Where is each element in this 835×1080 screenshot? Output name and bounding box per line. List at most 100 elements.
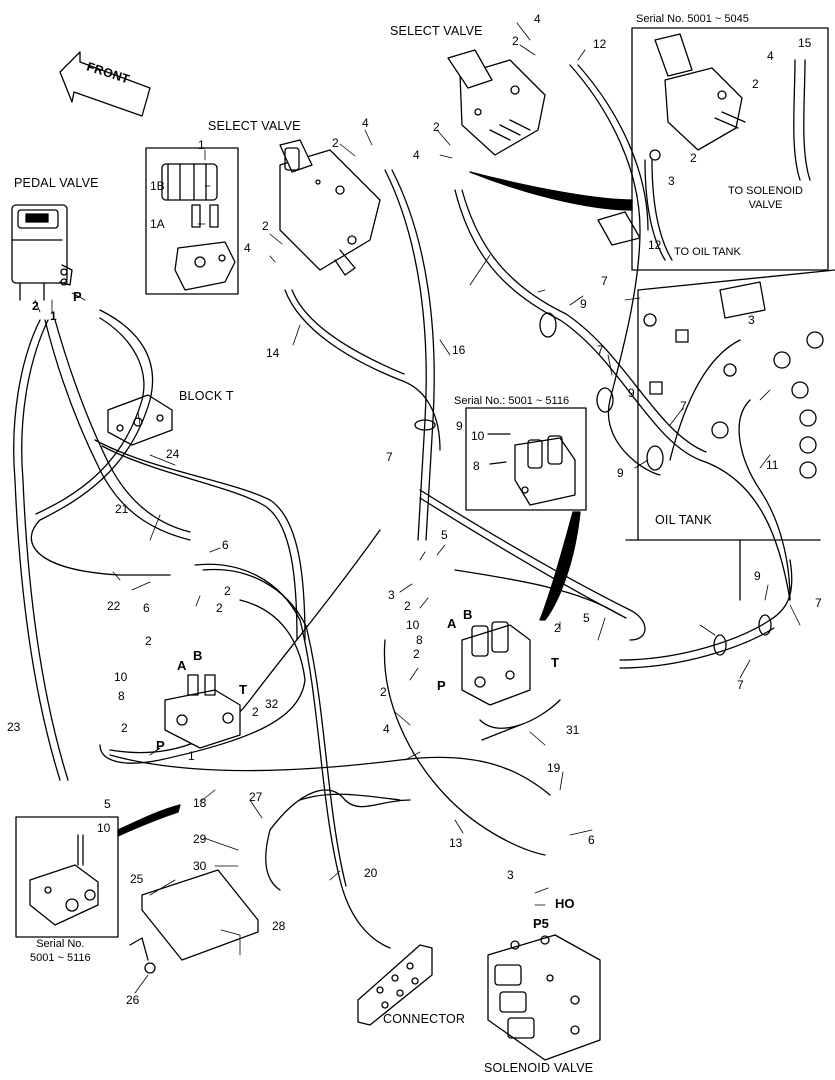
part-number: 11 xyxy=(766,458,779,472)
part-number: 19 xyxy=(547,761,561,775)
part-number: 4 xyxy=(767,49,774,63)
part-number: 7 xyxy=(601,274,608,288)
part-number: 7 xyxy=(386,450,393,464)
port-label: HO xyxy=(555,896,575,911)
inset-top-right-serial: Serial No. 5001 ~ 5045 xyxy=(636,13,749,25)
inset-to-oil-tank-label: TO OIL TANK xyxy=(674,246,741,258)
port-label: P xyxy=(73,289,82,304)
port-label: P xyxy=(437,678,446,693)
inset-middle-serial: Serial No.: 5001 ~ 5116 xyxy=(454,395,570,407)
select-valve-left-label: SELECT VALVE xyxy=(208,119,301,133)
part-number: 7 xyxy=(680,399,687,413)
connector-plate-shape xyxy=(357,944,433,1026)
part-number: 10 xyxy=(114,670,128,684)
part-number: 2 xyxy=(690,151,697,165)
port-label: T xyxy=(551,655,559,670)
part-number: 2 xyxy=(262,219,269,233)
port-label: A xyxy=(447,616,457,631)
oil-tank-label: OIL TANK xyxy=(655,513,712,527)
part-number: 32 xyxy=(265,697,279,711)
part-number: 20 xyxy=(364,866,378,880)
part-number: 2 xyxy=(512,34,519,48)
part-number: 3 xyxy=(388,588,395,602)
select-valve-top-label: SELECT VALVE xyxy=(390,24,483,38)
part-number: 10 xyxy=(471,429,485,443)
port-label: A xyxy=(177,658,187,673)
part-number: 25 xyxy=(130,872,144,886)
part-number: 13 xyxy=(449,836,463,850)
part-number: 4 xyxy=(413,148,420,162)
part-number: 12 xyxy=(593,37,607,51)
part-number: 2 xyxy=(216,601,223,615)
part-number: 18 xyxy=(193,796,207,810)
port-label: P5 xyxy=(533,916,549,931)
pedal-valve-shape xyxy=(11,204,73,301)
part-number: 15 xyxy=(798,36,812,50)
part-number: 2 xyxy=(252,705,259,719)
part-number: 7 xyxy=(815,596,822,610)
part-number: 12 xyxy=(648,238,662,252)
part-number: 6 xyxy=(143,601,150,615)
part-number: 8 xyxy=(416,633,423,647)
part-number: 8 xyxy=(473,459,480,473)
part-number: 9 xyxy=(580,297,587,311)
part-number: 9 xyxy=(754,569,761,583)
connector-label: CONNECTOR xyxy=(383,1012,466,1026)
solenoid-valve-label: SOLENOID VALVE xyxy=(484,1061,594,1075)
part-number: 22 xyxy=(107,599,121,613)
inset-to-solenoid-label: TO SOLENOID VALVE xyxy=(728,185,803,211)
part-number: 21 xyxy=(115,502,129,516)
select-valve-left-shape xyxy=(279,139,381,276)
port-label: B xyxy=(463,607,473,622)
part-number: 9 xyxy=(456,419,463,433)
part-number: 14 xyxy=(266,346,280,360)
part-number: 5 xyxy=(583,611,590,625)
part-number: 4 xyxy=(362,116,369,130)
part-number: 28 xyxy=(272,919,286,933)
part-number: 2 xyxy=(752,77,759,91)
part-number: 24 xyxy=(166,447,180,461)
port-label: P xyxy=(156,738,165,753)
block-t-label: BLOCK T xyxy=(179,389,234,403)
part-number: 7 xyxy=(597,343,604,357)
part-number: 3 xyxy=(748,313,755,327)
part-number: 2 xyxy=(554,621,561,635)
left-valve-shape xyxy=(164,674,241,749)
part-number: 16 xyxy=(452,343,466,357)
part-number: 1 xyxy=(50,309,57,323)
part-number: 2 xyxy=(32,299,39,313)
part-number: 4 xyxy=(244,241,251,255)
front-arrow-icon xyxy=(59,51,151,117)
part-number: 7 xyxy=(737,678,744,692)
part-number: 31 xyxy=(566,723,580,737)
part-number: 23 xyxy=(7,720,21,734)
port-label: T xyxy=(239,682,247,697)
solenoid-valve-shape xyxy=(487,934,601,1061)
port-label: B xyxy=(193,648,203,663)
part-number: 2 xyxy=(332,136,339,150)
hose-lines xyxy=(13,64,793,949)
part-number: 9 xyxy=(617,466,624,480)
part-number: 10 xyxy=(406,618,420,632)
part-number: 29 xyxy=(193,832,207,846)
pedal-valve-label: PEDAL VALVE xyxy=(14,176,99,190)
part-number: 2 xyxy=(433,120,440,134)
part-number: 2 xyxy=(404,599,411,613)
part-number: 1 xyxy=(188,749,195,763)
part-number: 6 xyxy=(222,538,229,552)
part-number: 27 xyxy=(249,790,263,804)
mounting-plate-shape xyxy=(141,869,259,961)
part-number: 3 xyxy=(668,174,675,188)
part-number: 4 xyxy=(383,722,390,736)
part-number: 9 xyxy=(628,386,635,400)
oil-tank-shape xyxy=(625,269,835,601)
part-number: 26 xyxy=(126,993,140,1007)
part-number: 2 xyxy=(224,584,231,598)
part-number: 5 xyxy=(104,797,111,811)
select-valve-top-shape xyxy=(447,49,546,156)
part-number: 2 xyxy=(121,721,128,735)
part-number: 2 xyxy=(413,647,420,661)
inset-bottom-left-serial: Serial No. 5001 ~ 5116 xyxy=(30,938,91,964)
part-number: 6 xyxy=(588,833,595,847)
